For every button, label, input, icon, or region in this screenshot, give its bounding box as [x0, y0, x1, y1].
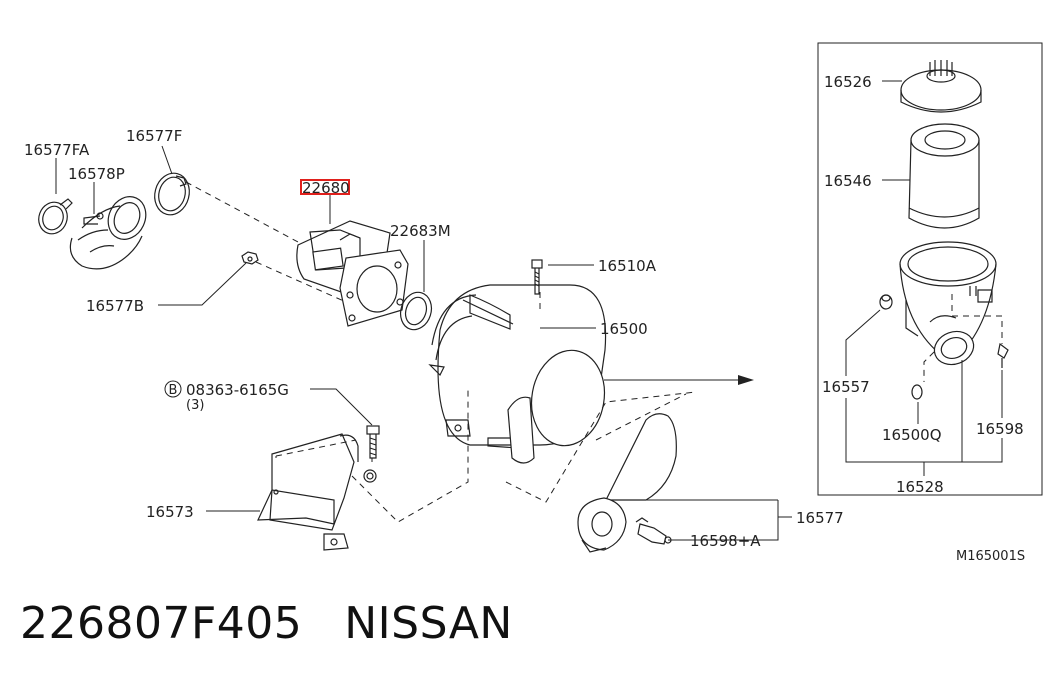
nut-16500Q — [911, 384, 923, 400]
sensor-16598 — [997, 342, 1009, 368]
nut-16557 — [879, 294, 893, 310]
highlight-box — [300, 179, 350, 195]
label-16500Q: 16500Q — [882, 426, 942, 444]
label-16510A: 16510A — [598, 257, 657, 275]
label-08363-6165G: 08363-6165G — [186, 381, 289, 399]
label-22680: 22680 — [302, 179, 350, 197]
label-16528: 16528 — [896, 478, 944, 496]
label-16526: 16526 — [824, 73, 872, 91]
bolt-16510A — [531, 259, 543, 295]
cap-16526 — [900, 60, 982, 113]
label-16500: 16500 — [600, 320, 648, 338]
detail-frame — [817, 42, 1043, 496]
label-16573: 16573 — [146, 503, 194, 521]
label-16577FA: 16577FA — [24, 141, 90, 159]
part-number: 226807F405 — [20, 598, 303, 649]
assembly-lines — [185, 181, 697, 523]
bracket-16573 — [257, 433, 377, 551]
label-16557: 16557 — [822, 378, 870, 396]
bolt-08363-6165G — [366, 425, 380, 459]
label-16546: 16546 — [824, 172, 872, 190]
hose-clamp-16577F — [154, 172, 190, 216]
label-16577F: 16577F — [126, 127, 182, 145]
sensor-16598A — [635, 517, 672, 545]
drawing-code: M165001S — [956, 549, 1025, 564]
element-16546 — [908, 123, 980, 229]
housing-16528 — [899, 241, 997, 366]
label-16577B: 16577B — [86, 297, 144, 315]
label-22683M: 22683M — [390, 222, 451, 240]
air-flow-meter-22680 — [296, 220, 409, 327]
label-16598: 16598 — [976, 420, 1024, 438]
hose-clamp-16577FA — [38, 198, 73, 235]
flow-arrow — [604, 375, 754, 385]
detail-dashed-lines — [923, 294, 1003, 382]
gasket-22683M — [399, 291, 433, 331]
duct-16577 — [577, 413, 677, 553]
bolt-circle-badge — [164, 380, 182, 398]
label-16578P: 16578P — [68, 165, 125, 183]
leader-lines — [55, 80, 1003, 541]
bolt-circle-letter: B — [169, 383, 178, 398]
air-duct-16578P — [69, 196, 147, 270]
brand-name: NISSAN — [344, 598, 513, 649]
label-16598A: 16598+A — [690, 532, 761, 550]
caption: 226807F405 NISSAN — [20, 598, 513, 649]
label-bolt-qty: (3) — [186, 398, 204, 413]
label-16577: 16577 — [796, 509, 844, 527]
nut-16577B — [241, 251, 259, 265]
air-cleaner-16500 — [428, 284, 607, 464]
